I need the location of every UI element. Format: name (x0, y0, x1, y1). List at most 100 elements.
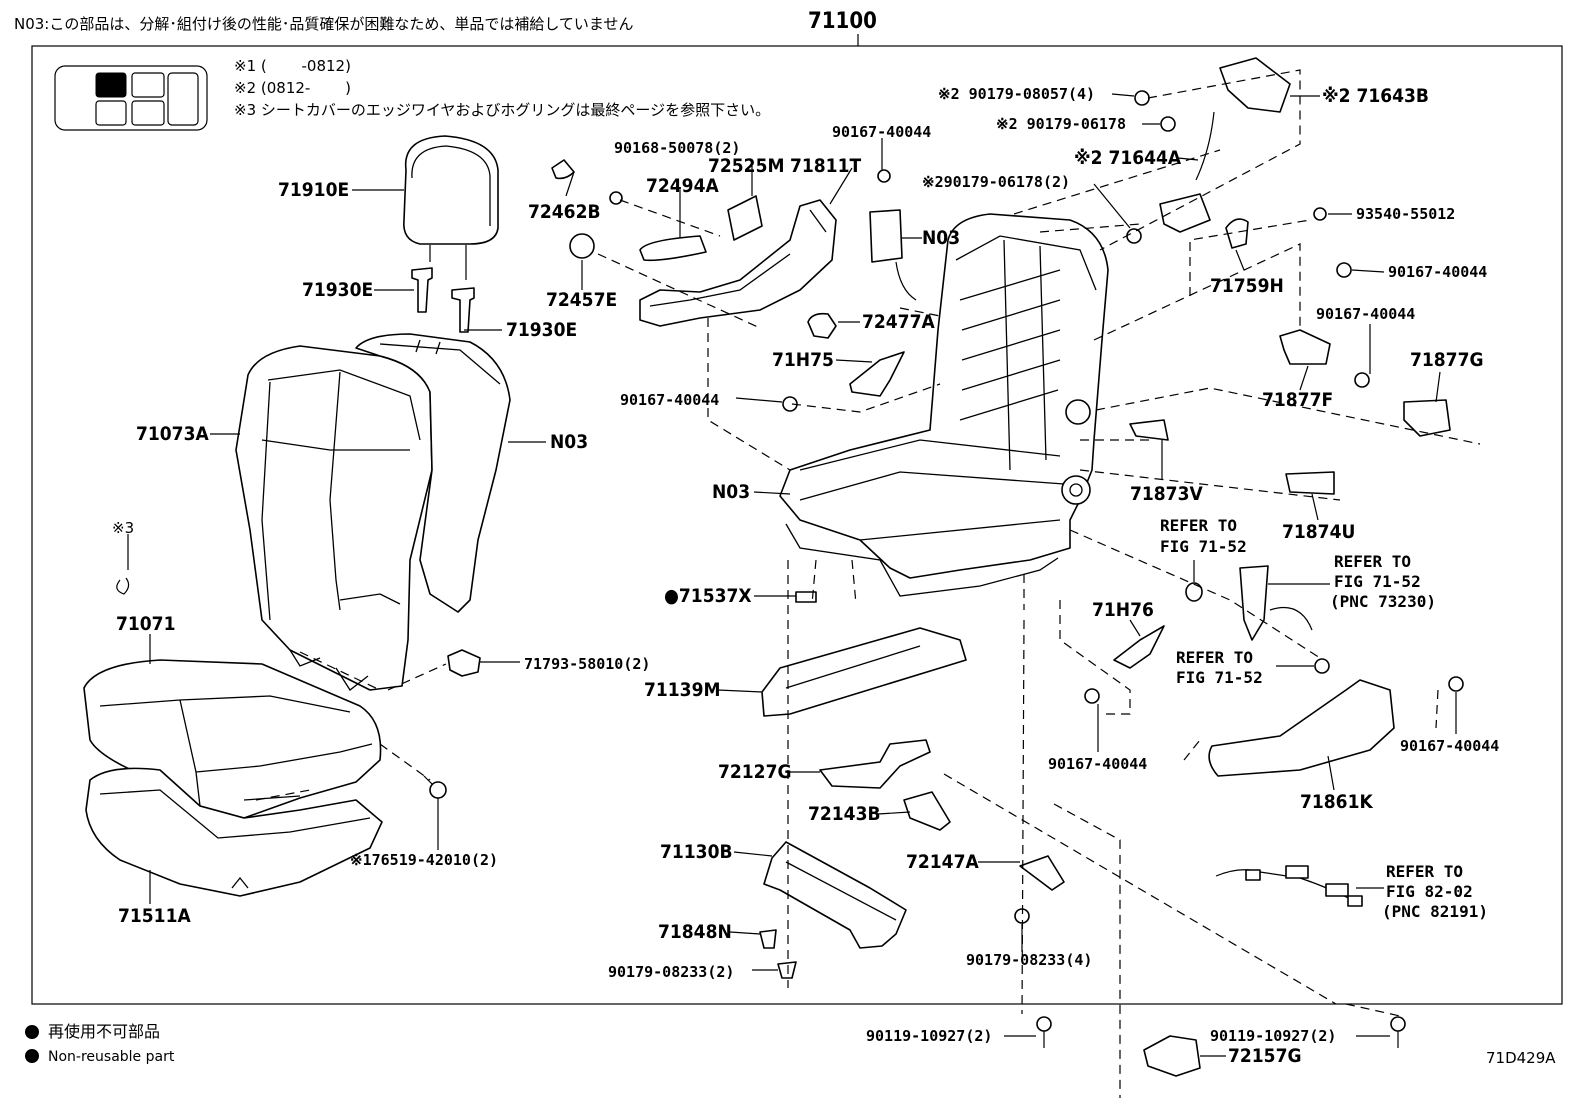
cover-71759h-part (1225, 218, 1249, 249)
part-label[interactable]: 71873V (1130, 483, 1203, 505)
refer-label: REFER TO (1386, 862, 1464, 881)
part-label[interactable]: 90179-08233(4) (966, 951, 1093, 969)
refer-fig-link[interactable]: FIG 71-52 (1160, 537, 1247, 556)
part-label[interactable]: 71H75 (772, 349, 834, 371)
part-label[interactable]: 71793-58010(2) (524, 655, 651, 673)
part-label[interactable]: ※176519-42010(2) (350, 851, 499, 869)
part-label[interactable]: ※2 90179-06178 (996, 115, 1126, 133)
non-reusable-bullet-icon (25, 1049, 39, 1063)
part-label[interactable]: 72462B (528, 201, 601, 223)
bolt-part (1448, 676, 1464, 692)
part-label[interactable]: ※2 90179-08057(4) (938, 85, 1096, 103)
pnc-label: (PNC 82191) (1382, 902, 1488, 921)
bolt-part (1336, 262, 1352, 278)
bracket-72143b-part (903, 791, 951, 831)
refer-fig-link[interactable]: FIG 71-52 (1334, 572, 1421, 591)
part-label[interactable]: 72494A (646, 175, 719, 197)
part-label[interactable]: 72147A (906, 851, 979, 873)
part-label[interactable]: 71910E (278, 179, 350, 201)
part-label[interactable]: ※2 71643B (1322, 85, 1429, 107)
headrest-guide-part (411, 267, 475, 333)
part-label[interactable]: 72157G (1228, 1045, 1302, 1067)
bracket-72157g-part (1143, 1035, 1201, 1077)
nut-part (777, 961, 797, 979)
part-label[interactable]: 71511A (118, 905, 191, 927)
part-label[interactable]: ※290179-06178(2) (922, 173, 1071, 191)
part-label[interactable]: 90179-08233(2) (608, 963, 735, 981)
bracket-71874u-part (1285, 471, 1335, 495)
bolt-part (1390, 1016, 1406, 1032)
cover-part (727, 195, 763, 241)
part-label[interactable]: 72127G (718, 761, 792, 783)
legend-jp: 再使用不可部品 (48, 1022, 161, 1041)
bracket-71h76-part (1113, 625, 1165, 669)
seat-frame-part (779, 213, 1109, 597)
part-label[interactable]: ●71537X (664, 585, 752, 607)
note-2: ※2 (0812- ) (234, 79, 351, 97)
part-label[interactable]: 90167-40044 (1400, 737, 1500, 755)
refer-label: REFER TO (1176, 648, 1254, 667)
assembly-number: 71100 (808, 9, 877, 34)
part-label[interactable]: 90167-40044 (1316, 305, 1416, 323)
clip-part (447, 649, 481, 677)
part-label[interactable]: 71877F (1262, 389, 1334, 411)
part-label[interactable]: 90167-40044 (1388, 263, 1488, 281)
bushing-part (1185, 582, 1203, 602)
lever-part (639, 235, 707, 262)
airbag-part (869, 209, 903, 263)
bracket-71h75-part (849, 351, 905, 397)
part-label[interactable]: 72457E (546, 289, 618, 311)
part-label[interactable]: 71861K (1300, 791, 1373, 813)
rail-71130b-part (763, 841, 907, 949)
screw-part (609, 191, 623, 205)
bracket-72147a-part (1019, 855, 1065, 891)
seat-locator-icon (54, 65, 208, 131)
part-label[interactable]: 71811T (790, 155, 862, 177)
part-label[interactable]: 90167-40044 (832, 123, 932, 141)
nut-part (1160, 116, 1176, 132)
refer-fig-link[interactable]: FIG 71-52 (1176, 668, 1263, 687)
n03-note: N03:この部品は、分解･組付け後の性能･品質確保が困難なため、単品では補給して… (14, 15, 634, 33)
part-label[interactable]: ※2 71644A (1074, 147, 1182, 169)
part-label[interactable]: 71071 (116, 613, 176, 635)
part-label[interactable]: 71H76 (1092, 599, 1154, 621)
rail-71139m-part (761, 627, 967, 717)
bushing-part (807, 312, 837, 339)
part-label[interactable]: N03 (922, 227, 961, 249)
part-label[interactable]: 71073A (136, 423, 209, 445)
refer-fig-link[interactable]: FIG 82-02 (1386, 882, 1473, 901)
part-label[interactable]: 90167-40044 (620, 391, 720, 409)
part-label[interactable]: 72525M (708, 155, 785, 177)
part-label[interactable]: 71848N (658, 921, 732, 943)
part-label[interactable]: 71759H (1210, 275, 1284, 297)
grommet-part (423, 775, 447, 799)
part-label[interactable]: 71877G (1410, 349, 1484, 371)
part-label[interactable]: 71874U (1282, 521, 1356, 543)
nut-part (1314, 658, 1330, 674)
knob-part (569, 233, 595, 259)
part-label[interactable]: N03 (550, 431, 589, 453)
part-label[interactable]: 71930E (302, 279, 374, 301)
refer-label: REFER TO (1160, 516, 1238, 535)
part-label[interactable]: 71130B (660, 841, 733, 863)
recliner-71643b-part (1219, 57, 1291, 113)
part-label[interactable]: N03 (712, 481, 751, 503)
part-label[interactable]: 90167-40044 (1048, 755, 1148, 773)
part-label[interactable]: 93540-55012 (1356, 205, 1456, 223)
part-label[interactable]: 71930E (506, 319, 578, 341)
part-label[interactable]: 72477A (862, 311, 935, 333)
cover-71877f-part (1279, 329, 1331, 365)
cap-part (551, 159, 575, 180)
part-label[interactable]: 71139M (644, 679, 721, 701)
bolt-part (1084, 688, 1100, 704)
bolt-71848n-part (759, 929, 777, 949)
part-label[interactable]: 72143B (808, 803, 881, 825)
bracket-71873v-part (1129, 419, 1169, 441)
part-label[interactable]: 90119-10927(2) (866, 1027, 993, 1045)
part-label[interactable]: 90119-10927(2) (1210, 1027, 1337, 1045)
part-label[interactable]: 90168-50078(2) (614, 139, 741, 157)
assembly-frame (31, 45, 1563, 1005)
note-1: ※1 ( -0812) (234, 57, 351, 75)
